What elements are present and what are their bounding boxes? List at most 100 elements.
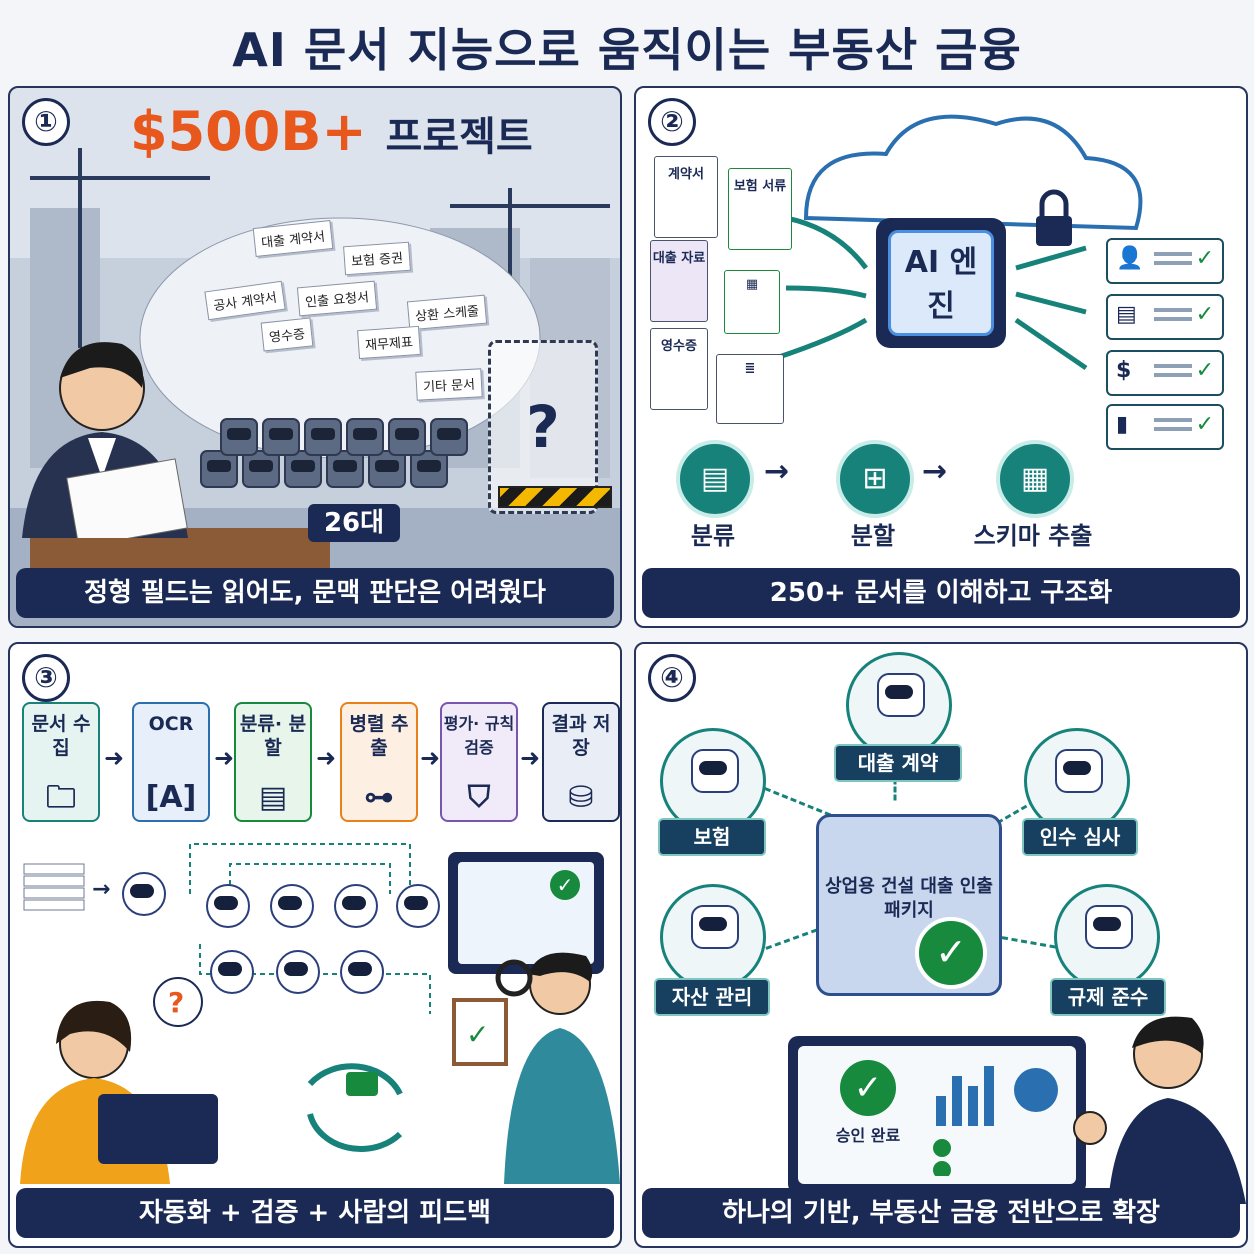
check-icon: ✓ (840, 1060, 896, 1116)
robot-icon (340, 950, 384, 994)
doc-financial-statement: 재무제표 (357, 325, 421, 360)
pipeline-parallel-extract: 병렬 추출⊶ (340, 702, 418, 822)
svg-text:→: → (92, 877, 110, 902)
arrow-right-icon: ➜ (104, 744, 125, 772)
panel-number: ④ (648, 654, 696, 702)
check-icon: ✓ (1195, 358, 1214, 383)
check-icon: ✓ (1195, 412, 1214, 437)
pipeline-ocr: OCR [A] (132, 702, 210, 822)
table-icon: ▤ (1116, 302, 1137, 327)
spreadsheet-icon: ▦ (724, 270, 780, 334)
approval-status: ✓ 승인 완료 (818, 1060, 918, 1146)
chart-icon: ▮ (1116, 412, 1129, 437)
robot-icon (334, 884, 378, 928)
output-profile-card: 👤✓ (1106, 238, 1224, 284)
panel-number: ② (648, 98, 696, 146)
shield-check-icon: ⛉ (467, 780, 491, 815)
robot (220, 418, 258, 456)
doc-receipt: 영수증 (650, 328, 708, 410)
pipeline-collect: 문서 수집 🗀 (22, 702, 100, 822)
headline: $500B+ 프로젝트 (130, 100, 533, 163)
approval-monitor: ✓ 승인 완료 (788, 1036, 1086, 1194)
database-icon: ⛁ (568, 780, 594, 815)
tag-loan-contract: 대출 계약 (834, 744, 962, 782)
ai-engine-label: AI 엔진 (888, 230, 994, 336)
robot (284, 450, 322, 488)
dollar-icon: $ (1116, 358, 1132, 383)
caption: 자동화 + 검증 + 사람의 피드백 (16, 1188, 614, 1238)
tag-underwriting: 인수 심사 (1022, 818, 1138, 856)
arrow-right-icon: ➜ (520, 744, 541, 772)
arrow-right-icon: ➜ (316, 744, 337, 772)
reviewer-person-icon: ✓ (452, 952, 620, 1184)
pipeline-label: 문서 수집 (31, 713, 91, 759)
robot-icon (122, 872, 166, 916)
robot-icon (396, 884, 440, 928)
confused-person-icon: ? (20, 977, 218, 1184)
paper-stack-icon: → (23, 843, 431, 1014)
tag-compliance: 규제 준수 (1050, 978, 1166, 1016)
arrow-right-icon: → (922, 454, 948, 489)
robot (304, 418, 342, 456)
pipeline-label: 평가· 규칙 검증 (443, 714, 515, 757)
ocr-icon: [A] (145, 780, 197, 815)
pipeline-label: 분류· 분할 (239, 713, 307, 759)
robot (200, 450, 238, 488)
page-title: AI 문서 지능으로 움직이는 부동산 금융 (232, 23, 1022, 77)
check-icon: ✓ (915, 917, 987, 989)
robot (242, 450, 280, 488)
document-package-hub: 상업용 건설 대출 인출 패키지 ✓ (816, 814, 1002, 996)
caption: 250+ 문서를 이해하고 구조화 (642, 568, 1240, 618)
doc-insurance-policy: 보험 증권 (343, 241, 411, 276)
robot (410, 450, 448, 488)
question-mark: ? (168, 986, 184, 1019)
doc-receipt: 영수증 (260, 317, 314, 352)
robot (430, 418, 468, 456)
form-icon: ≣ (716, 354, 784, 424)
node-loan-contract-avatar (846, 652, 952, 758)
folder-icon: 🗀 (46, 780, 76, 815)
person-icon: 👤 (1116, 246, 1144, 271)
arrow-right-icon: ➜ (214, 744, 235, 772)
robot (368, 450, 406, 488)
output-table-card: ▤✓ (1106, 294, 1224, 340)
robot (326, 450, 364, 488)
robot (388, 418, 426, 456)
caption: 하나의 기반, 부동산 금융 전반으로 확장 (642, 1188, 1240, 1238)
arrow-right-icon: ➜ (420, 744, 441, 772)
doc-insurance: 보험 서류 (728, 168, 792, 250)
check-icon: ✓ (550, 870, 580, 900)
doc-loan-data: 대출 자료 (650, 240, 708, 322)
step-schema-extract: 스키마 추출 (973, 522, 1093, 550)
check-icon: ✓ (1195, 246, 1214, 271)
review-monitor: ✓ (448, 852, 604, 974)
robot-icon (206, 884, 250, 928)
pipeline-label: 결과 저장 (551, 713, 611, 759)
unknown-document: ? (488, 340, 598, 514)
panel-problem: ① $500B+ 프로젝트 대출 계약서 보험 증권 공사 계약서 인출 요청서… (8, 86, 622, 628)
pipeline-store: 결과 저장 ⛁ (542, 702, 620, 822)
split-icon: ⊞ (836, 440, 914, 518)
panel-solution: ② 계약서 보험 서류 대출 자료 ▦ 영수증 ≣ AI 엔진 👤✓ ▤✓ $✓… (634, 86, 1248, 628)
caption: 정형 필드는 읽어도, 문맥 판단은 어려웠다 (16, 568, 614, 618)
ai-engine-chip: AI 엔진 (876, 218, 1006, 348)
arrow-right-icon: → (764, 454, 790, 489)
schema-icon: ▦ (996, 440, 1074, 518)
feedback-loop-icon (307, 1063, 403, 1152)
report-chart-icon (933, 1066, 1058, 1176)
classify-icon: ▤ (676, 440, 754, 518)
headline-amount: $500B+ (130, 100, 367, 163)
cloud-icon (775, 114, 1143, 371)
documents-icon: ▤ (258, 780, 288, 815)
worried-person-icon (22, 342, 188, 538)
svg-text:✓: ✓ (466, 1018, 489, 1051)
pipeline-label: OCR (148, 713, 194, 735)
robot-count-badge: 26대 (308, 504, 400, 542)
barrier-icon (498, 486, 612, 508)
panel-pipeline: ③ 문서 수집🗀 ➜ OCR[A] ➜ 분류· 분할▤ ➜ 병렬 추출⊶ ➜ 평… (8, 642, 622, 1248)
headline-text: 프로젝트 (385, 114, 533, 160)
thumbs-up-person-icon (1073, 1016, 1246, 1204)
robot-icon (270, 884, 314, 928)
pipeline-evaluate: 평가· 규칙 검증 ⛉ (440, 702, 518, 822)
hierarchy-icon: ⊶ (364, 780, 394, 815)
